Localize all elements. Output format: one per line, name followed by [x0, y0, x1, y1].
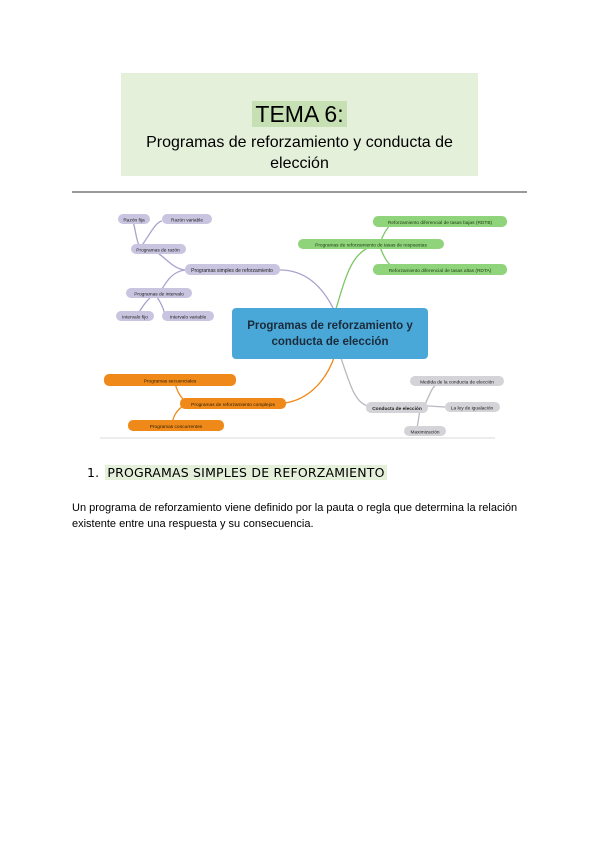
branch-line-complejos — [284, 354, 336, 404]
node-intervalo: Programas de intervalo — [134, 292, 184, 298]
node-razon: Programas de razón — [136, 248, 180, 254]
node-intervalo-fijo: Intervalo fijo — [122, 315, 148, 321]
node-complejos: Programas de reforzamiento complejos — [191, 402, 275, 408]
node-concurrentes: Programas concurrentes — [150, 424, 203, 430]
branch-line-razon-fija — [131, 220, 141, 249]
node-rdta: Reforzamiento diferencial de tasas altas… — [389, 268, 492, 274]
section-title-text: PROGRAMAS SIMPLES DE REFORZAMIENTO — [105, 465, 387, 480]
document-subtitle: Programas de reforzamiento y conducta de… — [146, 134, 453, 172]
center-label-line2: conducta de elección — [272, 336, 389, 348]
branch-line-simple — [279, 269, 336, 313]
mind-map: Programas de reforzamiento y conducta de… — [100, 214, 507, 439]
branch-line-tasas — [334, 246, 371, 313]
branch-line-ley — [424, 405, 446, 408]
node-simples: Programas simples de reforzamiento — [191, 268, 273, 274]
title-box: TEMA 6: Programas de reforzamiento y con… — [121, 73, 478, 176]
node-tasas: Programas de reforzamiento de tasas de r… — [315, 243, 427, 249]
mindmap-center-node — [232, 308, 428, 359]
section-number: 1. — [87, 465, 100, 480]
node-rdtb: Reforzamiento diferencial de tasas bajas… — [388, 220, 493, 226]
section-heading: 1. PROGRAMAS SIMPLES DE REFORZAMIENTO — [87, 465, 387, 480]
node-ley: La ley de igualación — [451, 406, 494, 412]
branch-line-eleccion — [339, 354, 369, 407]
node-razon-variable: Razón variable — [171, 218, 203, 224]
horizontal-rule — [72, 191, 527, 193]
node-secuenciales: Programas secuenciales — [144, 379, 197, 385]
node-eleccion: Conducta de elección — [372, 406, 422, 412]
node-intervalo-variable: Intervalo variable — [170, 315, 207, 321]
node-maximizacion: Maximización — [410, 430, 439, 436]
node-medida: Medida de la conducta de elección — [420, 380, 494, 386]
node-razon-fija: Razón fija — [123, 218, 145, 224]
document-title: TEMA 6: — [252, 101, 347, 127]
branch-line-razon-var — [139, 220, 163, 249]
body-paragraph: Un programa de reforzamiento viene defin… — [72, 502, 518, 530]
center-label-line1: Programas de reforzamiento y — [247, 320, 413, 332]
